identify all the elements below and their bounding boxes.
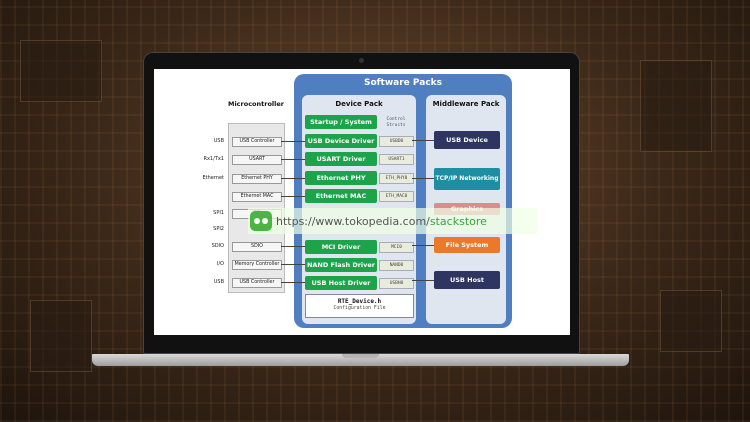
circuit-chip-decoration xyxy=(640,60,712,152)
mcu-cell: Ethernet PHY xyxy=(232,174,282,184)
control-structs-note: Control Structs xyxy=(386,117,406,128)
circuit-chip-decoration xyxy=(20,40,102,102)
driver-usb-device: USB Device Driver xyxy=(305,134,377,148)
driver-tag: NAND0 xyxy=(379,260,414,271)
mcu-cell: Ethernet MAC xyxy=(232,192,282,202)
config-file-label: Configuration File xyxy=(333,306,386,311)
mcu-pin-label: SDIO xyxy=(211,243,224,249)
software-packs-title: Software Packs xyxy=(363,78,443,88)
laptop-notch xyxy=(342,354,379,358)
config-file-name: RTE_Device.h xyxy=(337,298,382,305)
watermark-url-prefix: https://www.tokopedia.com/ xyxy=(276,215,430,228)
driver-tag: USBD0 xyxy=(379,136,414,147)
laptop-lid: Microcontroller USB Rx1/Tx1 Ethernet SPI… xyxy=(143,52,580,354)
mcu-cell: USB Controller xyxy=(232,278,282,288)
driver-tag: USART1 xyxy=(379,154,414,165)
connector-line xyxy=(412,280,434,281)
camera-icon xyxy=(359,58,364,63)
mcu-cell: USB Controller xyxy=(232,137,282,147)
connector-line xyxy=(412,178,434,179)
middleware-usb-device: USB Device xyxy=(434,131,500,149)
config-file-box: RTE_Device.h Configuration File xyxy=(305,294,414,318)
laptop-base xyxy=(92,354,629,366)
circuit-chip-decoration xyxy=(660,290,722,352)
driver-tag: MCI0 xyxy=(379,242,414,253)
connector-line xyxy=(412,140,434,141)
microcontroller-title: Microcontroller xyxy=(227,100,284,108)
driver-ethernet-phy: Ethernet PHY xyxy=(305,171,377,185)
mcu-pin-label: I/O xyxy=(216,261,224,267)
mcu-pin-label: USB xyxy=(213,138,224,144)
connector-line xyxy=(281,264,305,265)
logo-eye-left xyxy=(254,218,260,224)
driver-mci: MCI Driver xyxy=(305,240,377,254)
watermark-url: https://www.tokopedia.com/stackstore xyxy=(276,215,487,228)
middleware-pack-title: Middleware Pack xyxy=(432,100,500,108)
driver-tag: USBH0 xyxy=(379,278,414,289)
connector-line xyxy=(281,159,305,160)
connector-line xyxy=(281,141,305,142)
mcu-pin-label: SPI1 xyxy=(213,210,224,216)
logo-eye-right xyxy=(262,218,268,224)
mcu-cell: Memory Controller xyxy=(232,260,282,270)
connector-line xyxy=(281,282,305,283)
middleware-usb-host: USB Host xyxy=(434,271,500,289)
laptop-screen: Microcontroller USB Rx1/Tx1 Ethernet SPI… xyxy=(154,69,570,335)
connector-line xyxy=(281,196,305,197)
connector-line xyxy=(281,178,305,179)
driver-ethernet-mac: Ethernet MAC xyxy=(305,189,377,203)
watermark-url-store: stackstore xyxy=(429,215,487,228)
watermark-banner xyxy=(248,208,537,234)
connector-line xyxy=(412,245,434,246)
mcu-cell: USART xyxy=(232,155,282,165)
driver-tag: ETH_PHY0 xyxy=(379,173,414,184)
middleware-tcpip-networking: TCP/IP Networking xyxy=(434,168,500,190)
connector-line xyxy=(281,246,305,247)
circuit-chip-decoration xyxy=(30,300,92,372)
device-pack-title: Device Pack xyxy=(335,100,383,108)
driver-startup-system: Startup / System xyxy=(305,115,377,129)
driver-usart: USART Driver xyxy=(305,152,377,166)
mcu-pin-label: SPI2 xyxy=(213,226,224,232)
driver-tag: ETH_MAC0 xyxy=(379,191,414,202)
store-logo-icon xyxy=(250,211,272,231)
driver-usb-host: USB Host Driver xyxy=(305,276,377,290)
mcu-cell: SDIO xyxy=(232,242,282,252)
middleware-file-system: File System xyxy=(434,237,500,253)
mcu-pin-label: Ethernet xyxy=(202,175,224,181)
mcu-pin-label: USB xyxy=(213,279,224,285)
mcu-pin-label: Rx1/Tx1 xyxy=(203,156,225,162)
driver-nand-flash: NAND Flash Driver xyxy=(305,258,377,272)
